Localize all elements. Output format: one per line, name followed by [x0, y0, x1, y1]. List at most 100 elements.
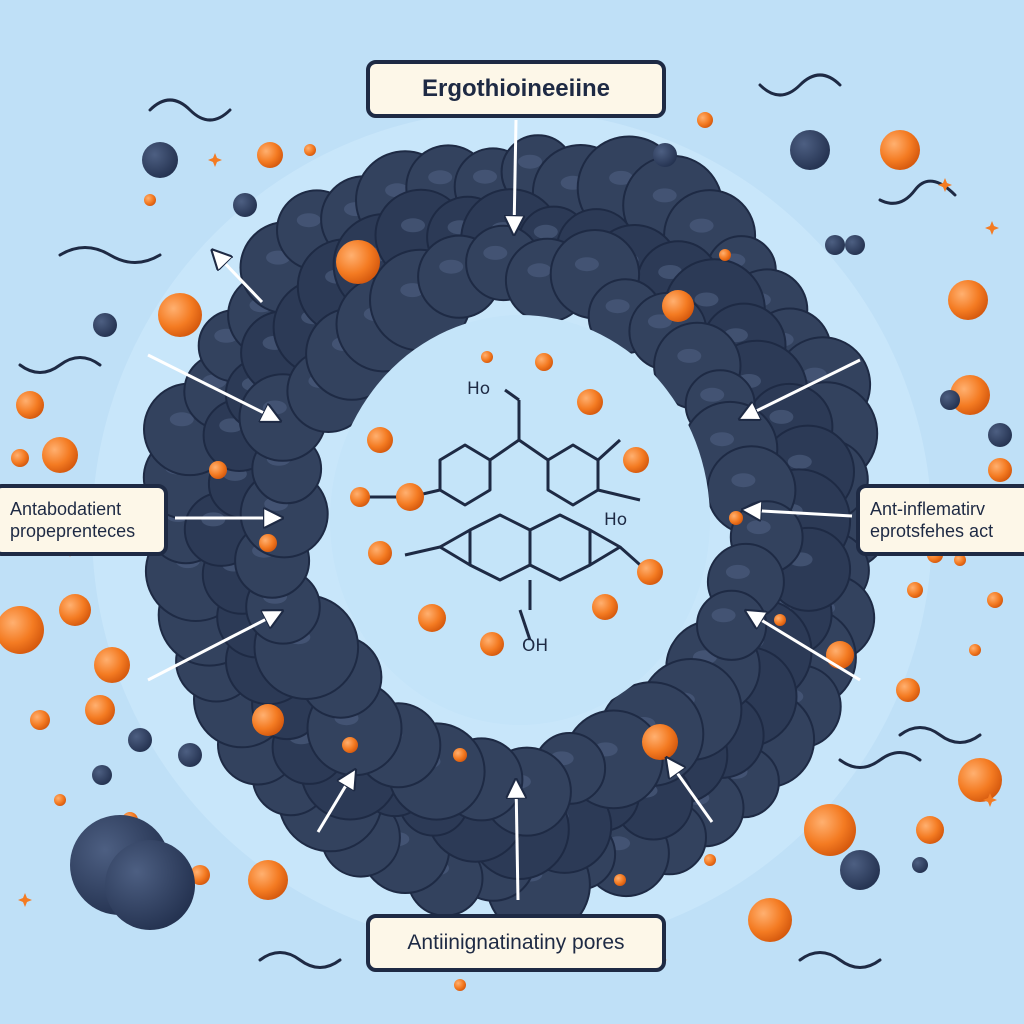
squiggle: [18, 356, 102, 374]
sparkle: [985, 221, 999, 235]
navy-particle: [790, 130, 830, 170]
orange-particle: [144, 194, 156, 206]
blob-highlight: [518, 154, 542, 169]
orange-particle: [59, 594, 91, 626]
blob-highlight: [609, 170, 634, 185]
navy-particle: [653, 143, 677, 167]
orange-particle: [697, 112, 713, 128]
orange-particle: [248, 860, 288, 900]
arrow-top-left-out: [214, 252, 264, 304]
orange-particle: [826, 641, 854, 669]
blob-highlight: [605, 299, 630, 314]
squiggle: [58, 246, 162, 264]
sparkle: [208, 153, 222, 167]
squiggle: [838, 751, 922, 769]
label-anti-inflammatory-line1: Ant-inflematirv: [870, 499, 986, 519]
orange-particle: [158, 293, 202, 337]
orange-particle: [988, 458, 1012, 482]
blob-highlight: [746, 520, 771, 535]
blob-highlight: [711, 608, 736, 623]
arrow-lower-right: [748, 612, 861, 682]
arrow-upper-left: [147, 353, 278, 420]
blob-highlight: [694, 292, 719, 307]
blob-highlight: [652, 188, 677, 203]
navy-particle: [825, 235, 845, 255]
orange-particle: [954, 554, 966, 566]
blob-highlight: [689, 218, 714, 233]
label-antioxidant-line2: propeprenteces: [10, 521, 136, 541]
navy-particle: [988, 423, 1012, 447]
blob-highlight: [428, 170, 453, 185]
orange-particle: [42, 437, 78, 473]
blob-highlight: [219, 418, 244, 433]
orange-particle: [719, 249, 731, 261]
orange-particle: [94, 647, 130, 683]
orange-particle: [0, 606, 44, 654]
orange-particle: [454, 979, 466, 991]
arrow-bottom-left: [316, 772, 354, 833]
navy-particle: [105, 840, 195, 930]
blob-highlight: [700, 387, 725, 402]
label-antioxidant: Antabodatient propeprenteces: [0, 484, 168, 556]
sparkle: [18, 893, 32, 907]
orange-particle: [880, 130, 920, 170]
blob-highlight: [439, 259, 464, 274]
orange-particle: [190, 865, 210, 885]
arrow-upper-right: [742, 358, 861, 418]
label-anti-inflammatory-line2: eprotsfehes act: [870, 521, 994, 541]
orange-particle: [948, 280, 988, 320]
navy-particle: [178, 743, 202, 767]
squiggle: [798, 951, 882, 969]
blob-highlight: [483, 245, 508, 260]
orange-particle: [748, 898, 792, 942]
blob-highlight: [731, 473, 756, 488]
blob-highlight: [574, 257, 599, 272]
arrow-right: [745, 510, 853, 516]
navy-particle: [840, 850, 880, 890]
orange-particle: [804, 804, 856, 856]
navy-particle: [940, 390, 960, 410]
arrow-bottom-right: [668, 760, 714, 823]
molecule-ho-top: Ho: [467, 379, 490, 399]
label-antioxidant-line1: Antabodatient: [10, 499, 122, 519]
molecule-ho-right: Ho: [604, 510, 627, 530]
label-anti-inflammatory: Ant-inflematirv eprotsfehes act: [856, 484, 1024, 556]
label-ergothioneine: Ergothioineeiine: [366, 60, 666, 118]
orange-particle: [987, 592, 1003, 608]
blob-highlight: [769, 409, 794, 424]
orange-particle: [950, 375, 990, 415]
arrow-bottom-up: [516, 782, 518, 901]
orange-particle: [54, 794, 66, 806]
navy-particle: [912, 857, 928, 873]
squiggle: [758, 73, 842, 97]
navy-particle: [92, 765, 112, 785]
orange-particle: [30, 710, 50, 730]
blob-highlight: [787, 454, 812, 469]
blob-highlight: [533, 224, 558, 239]
navy-particle: [845, 235, 865, 255]
blob-highlight: [262, 400, 287, 415]
blob-highlight: [725, 564, 750, 579]
orange-particle: [958, 758, 1002, 802]
orange-particle: [969, 644, 981, 656]
molecule-oh-bottom: OH: [522, 636, 548, 656]
ring-blob: [696, 589, 768, 661]
blob-highlight: [677, 348, 702, 363]
orange-particle: [907, 582, 923, 598]
arrows: [147, 119, 861, 901]
orange-particle: [774, 614, 786, 626]
ring-spheres: [209, 240, 743, 762]
orange-particle: [704, 854, 716, 866]
label-ergothioneine-text: Ergothioineeiine: [421, 75, 610, 102]
orange-particle: [896, 678, 920, 702]
arrow-top-down: [514, 119, 516, 232]
sparkle: [938, 178, 952, 192]
navy-particle: [142, 142, 178, 178]
blob-highlight: [169, 412, 194, 427]
navy-particle: [233, 193, 257, 217]
label-bottom: Antiinignatinatiny pores: [366, 914, 666, 972]
blob-highlight: [647, 314, 672, 329]
orange-particle: [85, 695, 115, 725]
